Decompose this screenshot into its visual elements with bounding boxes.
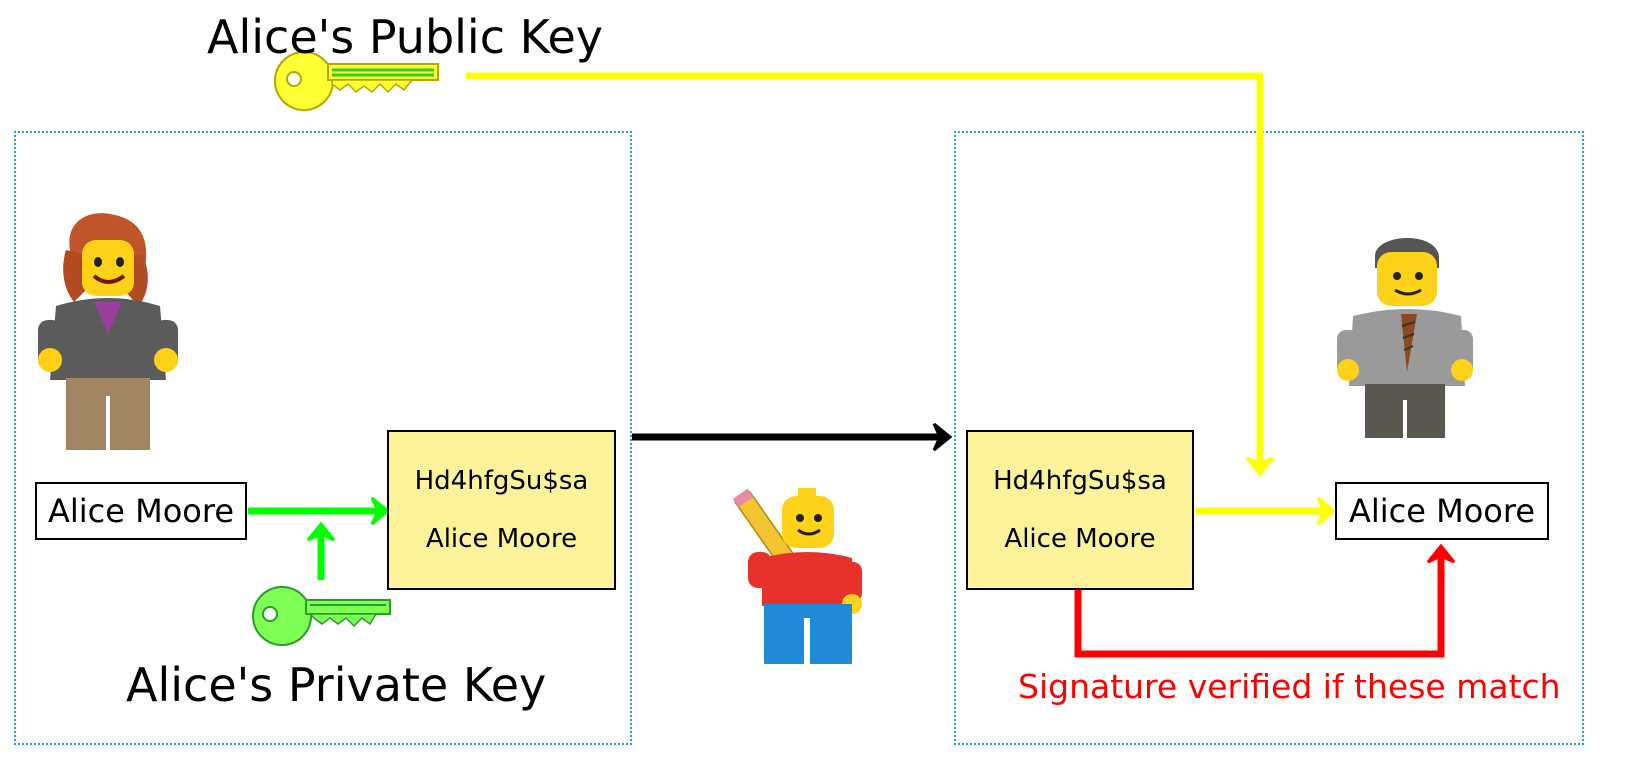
received-message-box: Hd4hfgSu$sa Alice Moore [966, 430, 1194, 590]
sign-arrowhead [370, 496, 391, 526]
verify-bracket [1074, 558, 1445, 658]
verification-note: Signature verified if these match [1018, 667, 1561, 706]
sender-message-box: Alice Moore [35, 482, 247, 540]
public-key-icon [274, 51, 439, 111]
receiver-zone [954, 131, 1584, 745]
public-key-label: Alice's Public Key [207, 10, 604, 64]
signed-message-text: Alice Moore [425, 524, 578, 554]
public-key-arrowhead [1245, 456, 1275, 477]
signed-message-box: Hd4hfgSu$sa Alice Moore [387, 430, 616, 590]
writer-figure-icon [732, 488, 862, 664]
transmit-arrowhead [932, 422, 953, 452]
received-message-text: Alice Moore [1004, 524, 1156, 554]
sender-zone [14, 131, 632, 745]
private-key-icon [252, 586, 391, 646]
private-key-label: Alice's Private Key [126, 658, 547, 712]
private-key-arrowhead [306, 521, 336, 542]
received-signature-text: Hd4hfgSu$sa [993, 466, 1167, 496]
alice-figure-icon [38, 213, 178, 450]
decrypt-arrowhead [1316, 496, 1337, 526]
public-key-arrow [466, 72, 1264, 462]
decrypted-message-box: Alice Moore [1335, 482, 1549, 540]
bob-figure-icon [1337, 237, 1473, 438]
signature-text: Hd4hfgSu$sa [414, 466, 589, 496]
verify-arrowhead-right [1426, 543, 1456, 564]
